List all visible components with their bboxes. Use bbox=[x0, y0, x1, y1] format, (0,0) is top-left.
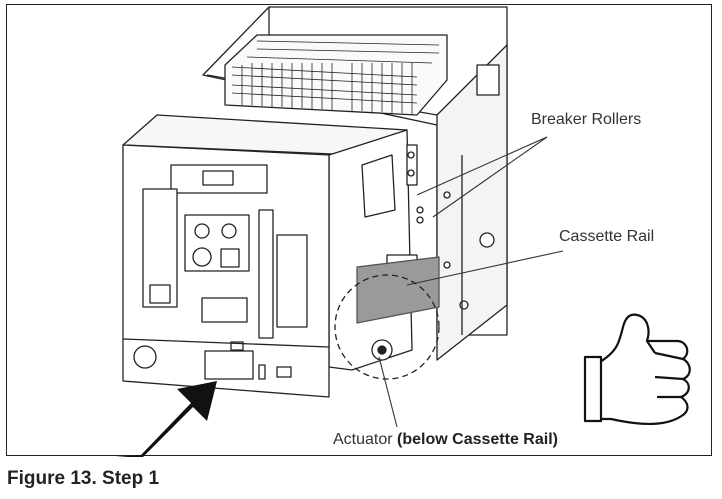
cassette-rail-shape bbox=[356, 256, 440, 324]
actuator-highlight bbox=[334, 274, 440, 380]
callout-leader-lines bbox=[378, 136, 564, 428]
callout-actuator: Actuator (below Cassette Rail) bbox=[333, 431, 558, 449]
terminal-blocks bbox=[224, 34, 448, 116]
thumbs-up-icon bbox=[583, 313, 691, 426]
figure-frame: Breaker Rollers Cassette Rail Actuator (… bbox=[6, 4, 712, 457]
actuator-label: Actuator bbox=[333, 431, 398, 448]
figure-caption: Figure 13. Step 1 bbox=[7, 468, 160, 489]
push-arrow-icon bbox=[115, 381, 217, 457]
callout-cassette-rail: Cassette Rail bbox=[559, 228, 655, 245]
breaker-illustration bbox=[115, 6, 691, 457]
callout-breaker-rollers: Breaker Rollers bbox=[531, 111, 642, 128]
breaker-front bbox=[122, 144, 330, 398]
actuator-note: below Cassette Rail bbox=[402, 431, 553, 448]
breaker-side bbox=[328, 129, 424, 371]
actuator-paren-close: ) bbox=[552, 431, 558, 448]
actuator-paren-open: ( bbox=[397, 431, 403, 448]
